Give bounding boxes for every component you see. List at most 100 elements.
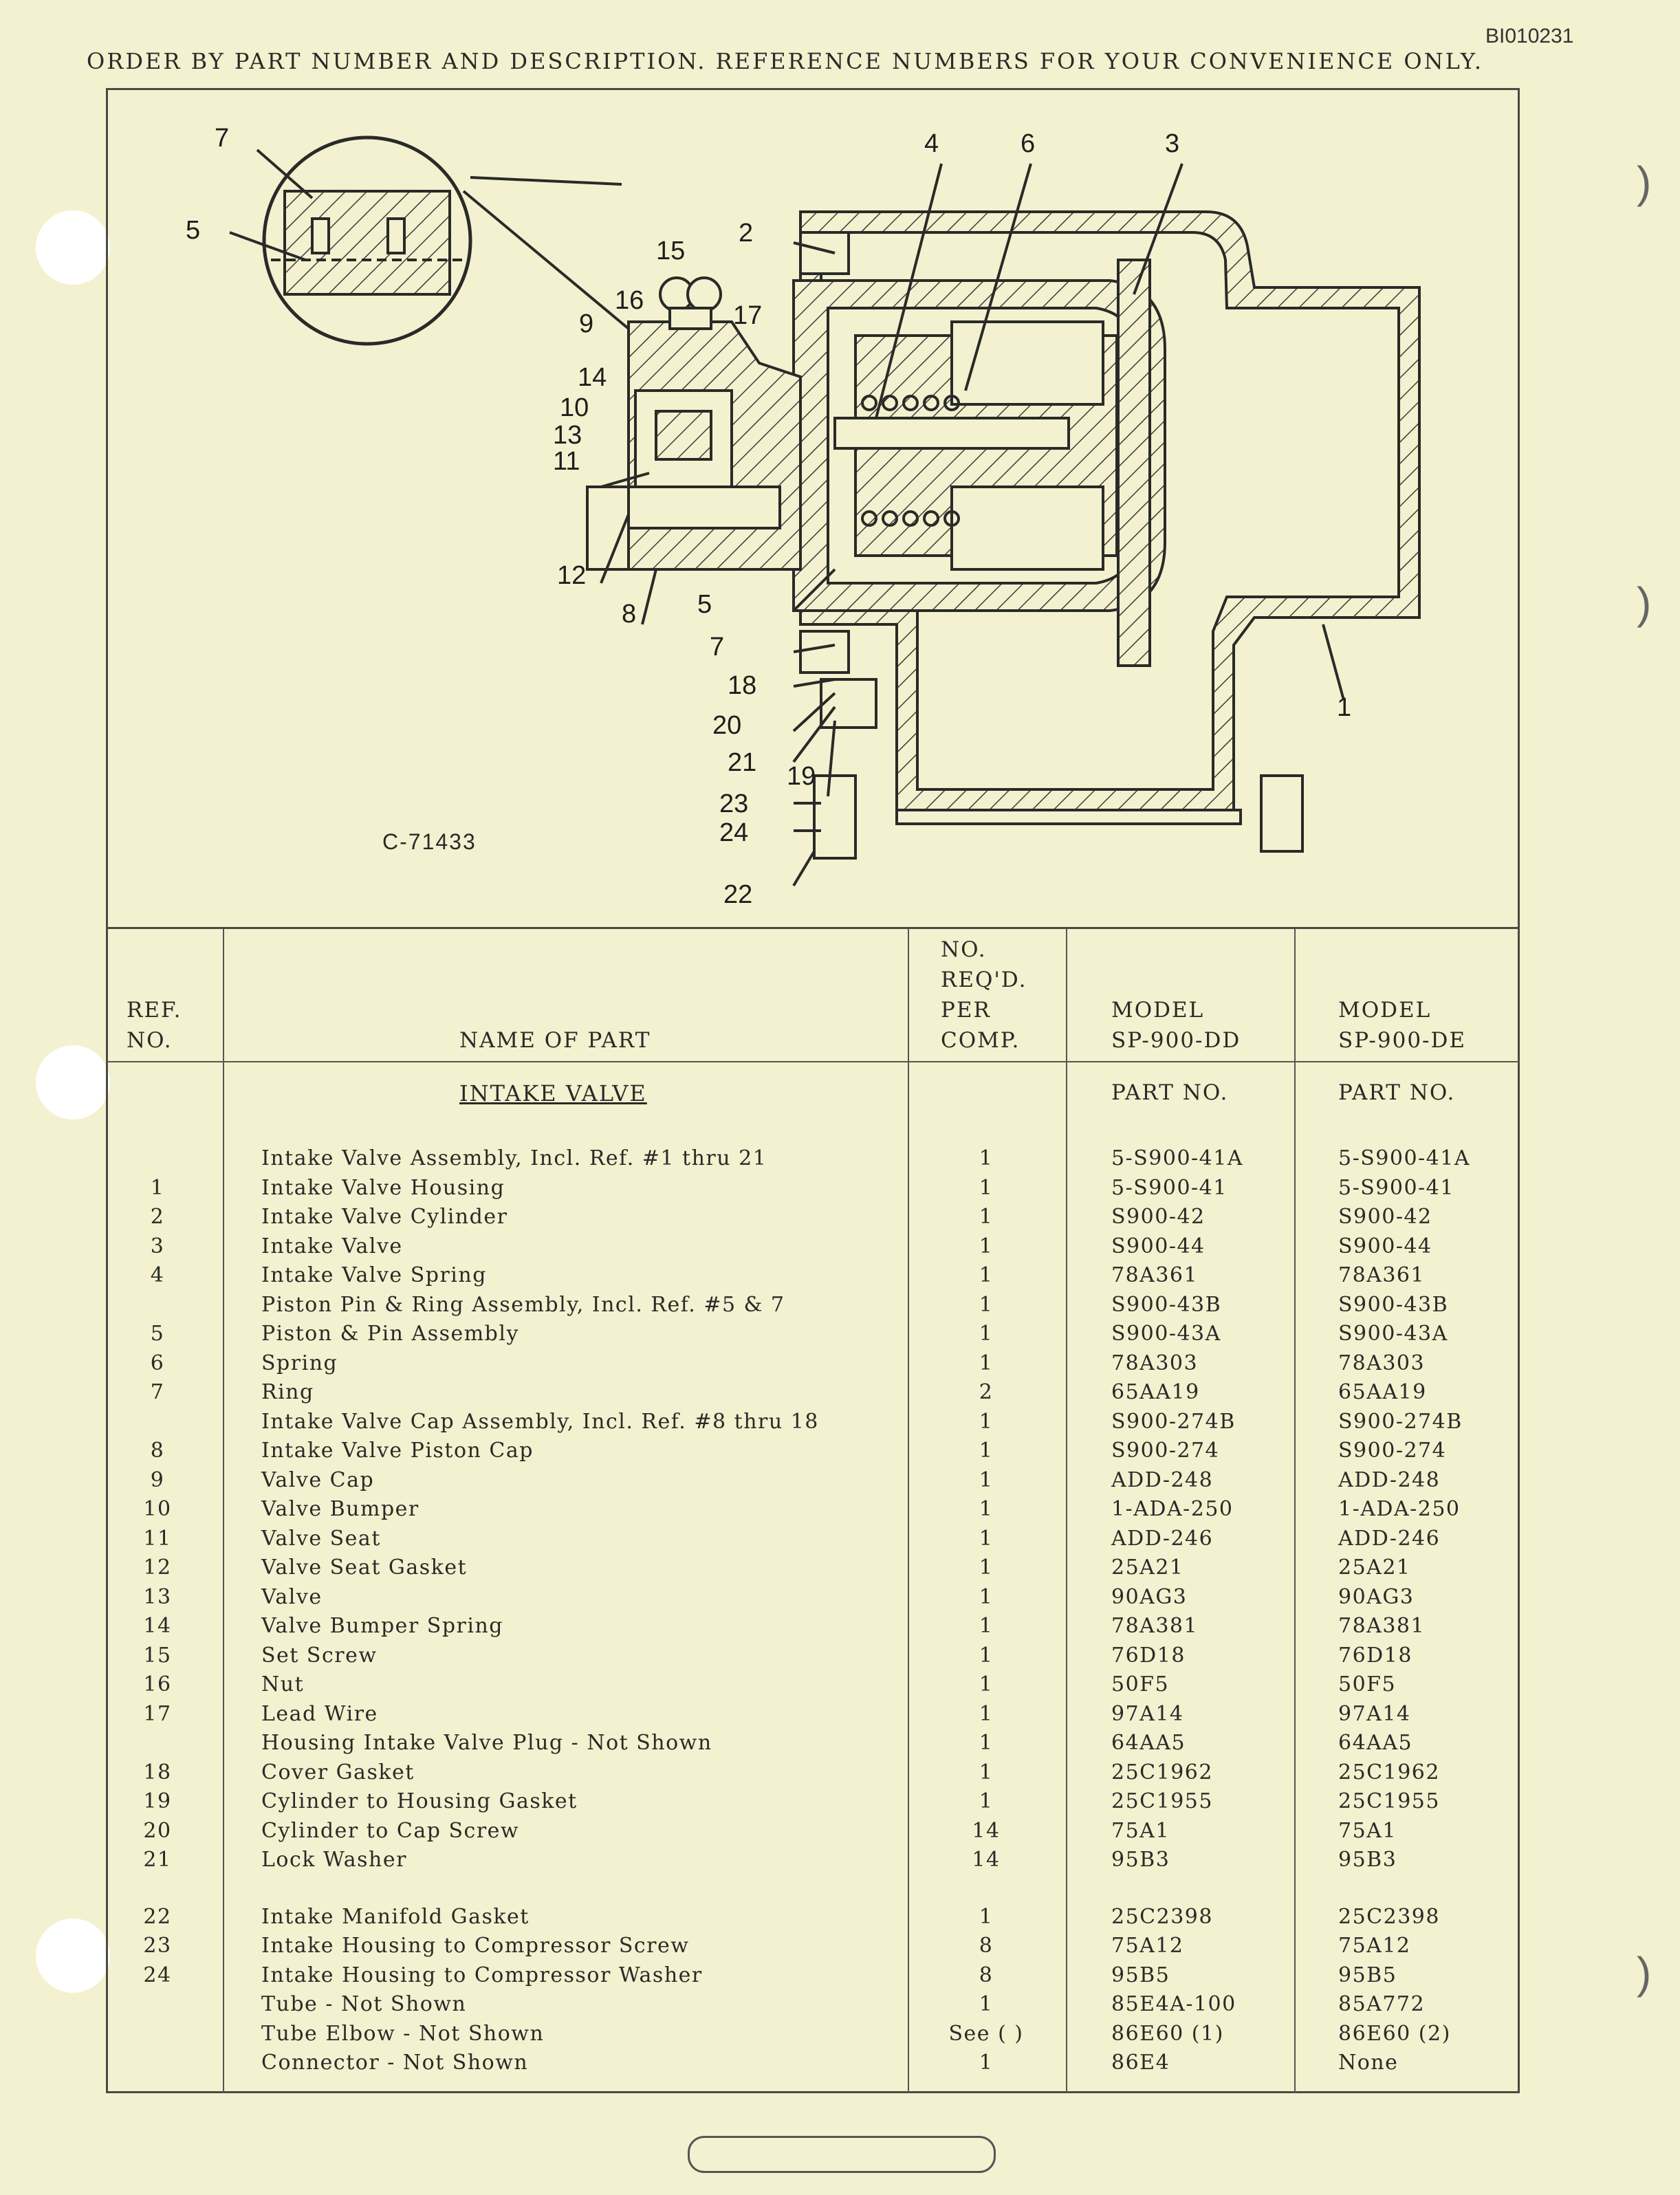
ref-no-cell: 13 (143, 1584, 172, 1609)
cross-section-drawing (229, 135, 1421, 887)
header-model-sp-900-dd: MODEL SP-900-DD (1111, 998, 1241, 1053)
ref-no-cell: 3 (150, 1234, 165, 1258)
part-name-cell: Cover Gasket (261, 1760, 415, 1784)
header-ref-no: REF. NO. (127, 998, 182, 1053)
part-no-de-cell: 1-ADA-250 (1338, 1497, 1461, 1521)
part-no-dd-cell: S900-43B (1111, 1292, 1222, 1317)
part-no-label-de: PART NO. (1338, 1080, 1456, 1105)
part-no-de-cell: 65AA19 (1338, 1380, 1427, 1404)
callout-3: 3 (1165, 129, 1180, 158)
part-no-dd-cell: 86E60 (1) (1111, 2021, 1224, 2046)
parts-sheet-frame (106, 88, 1520, 2093)
column-divider-model-dd (1294, 929, 1296, 2093)
part-name-cell: Valve Bumper Spring (261, 1614, 503, 1638)
part-no-dd-cell: 97A14 (1111, 1701, 1184, 1726)
part-no-dd-cell: 25C1955 (1111, 1789, 1213, 1813)
qty-cell: 1 (979, 1146, 994, 1170)
callout-10: 10 (560, 393, 589, 422)
ref-no-cell: 6 (150, 1351, 165, 1375)
part-no-de-cell: 78A303 (1338, 1351, 1426, 1375)
part-no-dd-cell: 1-ADA-250 (1111, 1497, 1234, 1521)
document-id: BI010231 (1485, 25, 1574, 47)
bottom-label-box (688, 2136, 996, 2173)
ref-no-cell: 2 (150, 1205, 165, 1229)
part-name-cell: Connector - Not Shown (261, 2051, 529, 2075)
callout-16: 16 (615, 286, 644, 315)
part-name-cell: Intake Valve Spring (261, 1263, 487, 1287)
callout-11: 11 (553, 447, 580, 476)
part-name-cell: Intake Valve Assembly, Incl. Ref. #1 thr… (261, 1146, 767, 1170)
qty-cell: 1 (979, 1175, 994, 1200)
header-qty-per-comp: NO. REQ'D. PER COMP. (941, 937, 1027, 1053)
qty-cell: 1 (979, 1409, 994, 1434)
callout-1: 1 (1337, 693, 1352, 722)
ref-no-cell: 5 (150, 1322, 165, 1346)
qty-cell: 1 (979, 1760, 994, 1784)
part-no-de-cell: 50F5 (1338, 1672, 1397, 1696)
part-no-dd-cell: 90AG3 (1111, 1584, 1188, 1609)
callout-6: 6 (1021, 129, 1036, 158)
part-no-dd-cell: 25C2398 (1111, 1904, 1213, 1929)
part-no-dd-cell: S900-44 (1111, 1234, 1206, 1258)
qty-cell: 1 (979, 1467, 994, 1492)
part-name-cell: Spring (261, 1351, 338, 1375)
column-divider-ref (223, 929, 224, 2093)
part-no-dd-cell: 95B3 (1111, 1848, 1170, 1872)
part-no-dd-cell: S900-42 (1111, 1205, 1206, 1229)
ref-no-cell: 7 (150, 1380, 165, 1404)
qty-cell: 1 (979, 1351, 994, 1375)
qty-cell: 1 (979, 1439, 994, 1463)
callout-24: 24 (719, 818, 749, 847)
part-name-cell: Intake Valve Housing (261, 1175, 505, 1200)
part-no-de-cell: 5-S900-41A (1338, 1146, 1471, 1170)
table-row: Intake Valve Assembly, Incl. Ref. #1 thr… (106, 1146, 1520, 1176)
callout-18: 18 (728, 671, 757, 700)
ref-no-cell: 22 (143, 1904, 172, 1929)
qty-cell: 8 (979, 1963, 994, 1987)
ref-no-cell: 4 (150, 1263, 165, 1287)
qty-cell: See ( ) (948, 2021, 1024, 2046)
punch-hole-bottom (36, 1919, 110, 1993)
qty-cell: 1 (979, 1701, 994, 1726)
part-no-de-cell: 85A772 (1338, 1992, 1426, 2016)
spring-coils-upper (861, 395, 960, 411)
part-no-de-cell: 90AG3 (1338, 1584, 1415, 1609)
callout-2: 2 (739, 219, 754, 248)
callout-22: 22 (723, 880, 753, 909)
part-no-dd-cell: 86E4 (1111, 2051, 1170, 2075)
part-name-cell: Nut (261, 1672, 305, 1696)
part-no-de-cell: None (1338, 2051, 1399, 2075)
part-name-cell: Valve Cap (261, 1467, 375, 1492)
part-no-de-cell: 76D18 (1338, 1643, 1412, 1668)
part-no-dd-cell: S900-274B (1111, 1409, 1236, 1434)
part-no-de-cell: 86E60 (2) (1338, 2021, 1451, 2046)
part-no-de-cell: 75A12 (1338, 1934, 1411, 1958)
edge-mark-top: ) (1637, 157, 1652, 207)
part-name-cell: Intake Valve (261, 1234, 403, 1258)
part-name-cell: Tube - Not Shown (261, 1992, 467, 2016)
part-no-dd-cell: 25C1962 (1111, 1760, 1213, 1784)
part-no-de-cell: 95B3 (1338, 1848, 1397, 1872)
qty-cell: 1 (979, 1643, 994, 1668)
part-no-de-cell: 97A14 (1338, 1701, 1411, 1726)
ref-no-cell: 11 (143, 1526, 172, 1551)
part-name-cell: Valve Seat (261, 1526, 381, 1551)
part-no-dd-cell: ADD-248 (1111, 1467, 1214, 1492)
part-name-cell: Intake Housing to Compressor Screw (261, 1934, 690, 1958)
part-name-cell: Ring (261, 1380, 314, 1404)
